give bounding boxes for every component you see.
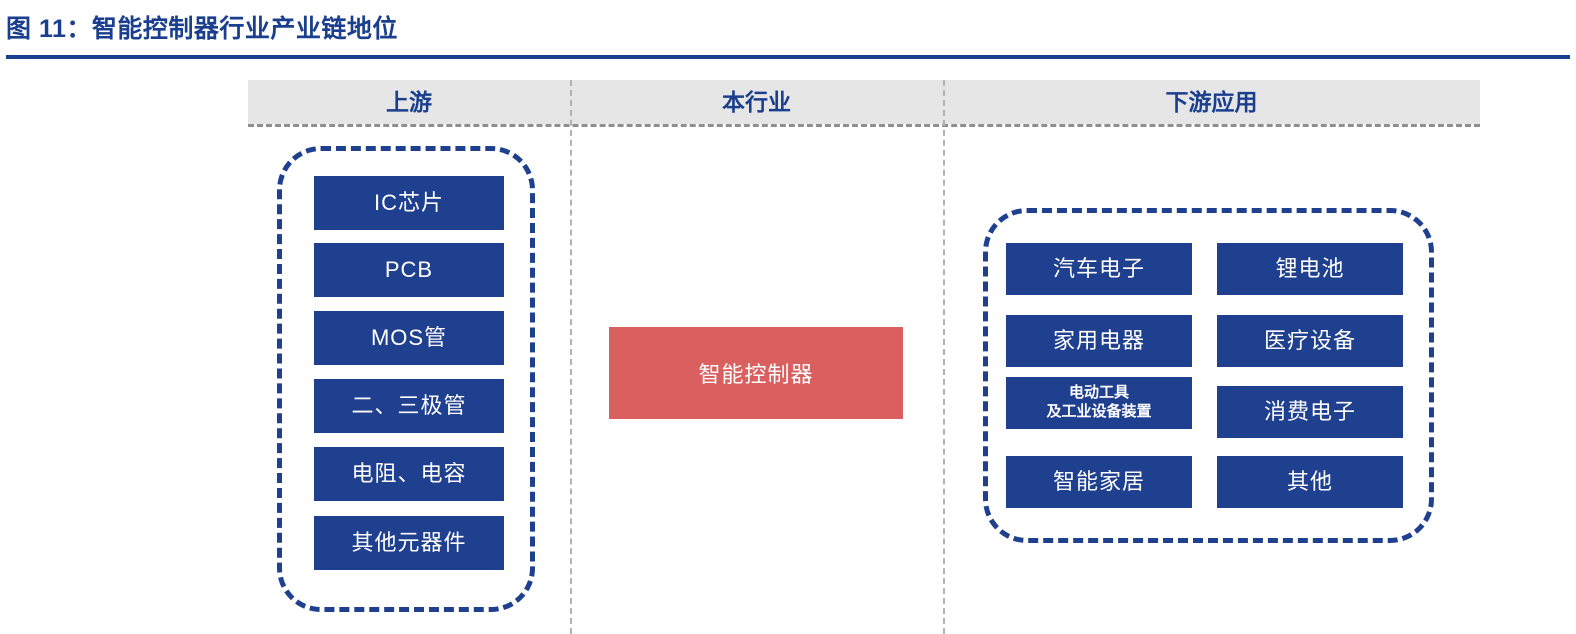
upstream-node-other-components[interactable]: 其他元器件 — [314, 516, 504, 570]
downstream-group-outline — [983, 208, 1434, 543]
column-separator-industry-downstream — [943, 80, 945, 634]
upstream-node-pcb[interactable]: PCB — [314, 243, 504, 297]
downstream-node-consumer-electronics[interactable]: 消费电子 — [1217, 386, 1403, 438]
title-underline-rule — [6, 55, 1570, 59]
header-divider-dashed — [248, 124, 1480, 127]
stage-header-band: 上游 本行业 下游应用 — [248, 80, 1480, 124]
header-industry: 本行业 — [722, 89, 791, 115]
downstream-node-power-tools-industrial[interactable]: 电动工具 及工业设备装置 — [1006, 377, 1192, 429]
downstream-node-smart-home[interactable]: 智能家居 — [1006, 456, 1192, 508]
downstream-node-automotive-electronics[interactable]: 汽车电子 — [1006, 243, 1192, 295]
upstream-node-mos-tube[interactable]: MOS管 — [314, 311, 504, 365]
figure-title-block: 图 11：智能控制器行业产业链地位 — [0, 0, 1576, 62]
downstream-node-other[interactable]: 其他 — [1217, 456, 1403, 508]
downstream-node-home-appliances[interactable]: 家用电器 — [1006, 315, 1192, 367]
header-downstream: 下游应用 — [1165, 89, 1258, 115]
downstream-node-lithium-battery[interactable]: 锂电池 — [1217, 243, 1403, 295]
header-upstream: 上游 — [386, 89, 432, 115]
upstream-node-diode-triode[interactable]: 二、三极管 — [314, 379, 504, 433]
upstream-node-ic-chip[interactable]: IC芯片 — [314, 176, 504, 230]
upstream-group-outline — [277, 146, 535, 612]
industry-node-smart-controller[interactable]: 智能控制器 — [609, 327, 903, 419]
column-separator-upstream-industry — [570, 80, 572, 634]
page-title: 图 11：智能控制器行业产业链地位 — [6, 15, 398, 43]
downstream-node-medical-devices[interactable]: 医疗设备 — [1217, 315, 1403, 367]
upstream-node-resistor-capacitor[interactable]: 电阻、电容 — [314, 447, 504, 501]
